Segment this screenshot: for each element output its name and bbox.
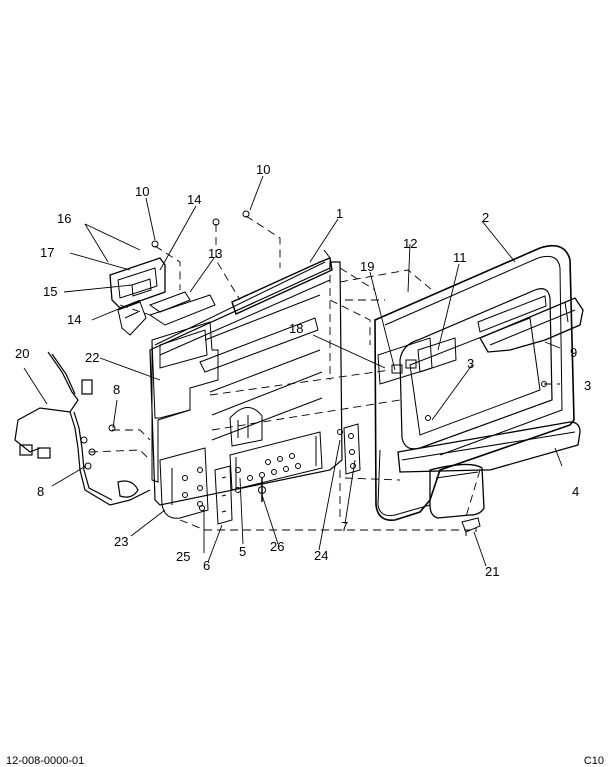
callout-8b: 8 [37, 484, 44, 499]
callout-13: 13 [208, 246, 222, 261]
callout-3a: 3 [467, 356, 474, 371]
callout-19: 19 [360, 259, 374, 274]
seal-strip [231, 249, 333, 315]
callout-4: 4 [572, 484, 579, 499]
callout-labels: 1 2 3 3 4 5 6 7 8 8 9 10 10 11 12 13 14 … [15, 162, 591, 579]
callout-17: 17 [40, 245, 54, 260]
pull-handle-9 [479, 297, 584, 353]
callout-2: 2 [482, 210, 489, 225]
callout-3b: 3 [584, 378, 591, 393]
callout-12: 12 [403, 236, 417, 251]
switch-housing [109, 257, 166, 336]
callout-11: 11 [453, 250, 467, 265]
callout-6: 6 [203, 558, 210, 573]
callout-7: 7 [341, 519, 348, 534]
leader-lines [23, 175, 563, 567]
callout-25: 25 [176, 549, 190, 564]
clip-21 [461, 517, 481, 536]
callout-21: 21 [485, 564, 499, 579]
bracket-13 [148, 291, 216, 326]
hinge-bracket-6 [214, 465, 233, 525]
assembly-lines [89, 215, 560, 531]
callout-24: 24 [314, 548, 328, 563]
callout-14b: 14 [67, 312, 81, 327]
wiring-harness-20 [14, 351, 151, 506]
inner-door-panel [149, 261, 343, 506]
callout-14a: 14 [187, 192, 201, 207]
callout-10b: 10 [135, 184, 149, 199]
hinge-strap [343, 423, 361, 475]
figure-code-left: 12-008-0000-01 [6, 755, 85, 767]
outer-door-trim [374, 244, 575, 522]
callout-1: 1 [336, 206, 343, 221]
trim-panel-22 [151, 321, 219, 483]
callout-23: 23 [114, 534, 128, 549]
callout-5: 5 [239, 544, 246, 559]
callout-20: 20 [15, 346, 29, 361]
callout-26: 26 [270, 539, 284, 554]
armrest-4 [397, 421, 581, 519]
callout-8a: 8 [113, 382, 120, 397]
figure-code-right: C10 [583, 755, 604, 767]
callout-9: 9 [570, 345, 577, 360]
callout-22: 22 [85, 350, 99, 365]
callout-18: 18 [289, 321, 303, 336]
callout-15: 15 [43, 284, 57, 299]
callout-10a: 10 [256, 162, 270, 177]
lower-bracket-23 [159, 447, 209, 519]
callout-16: 16 [57, 211, 71, 226]
